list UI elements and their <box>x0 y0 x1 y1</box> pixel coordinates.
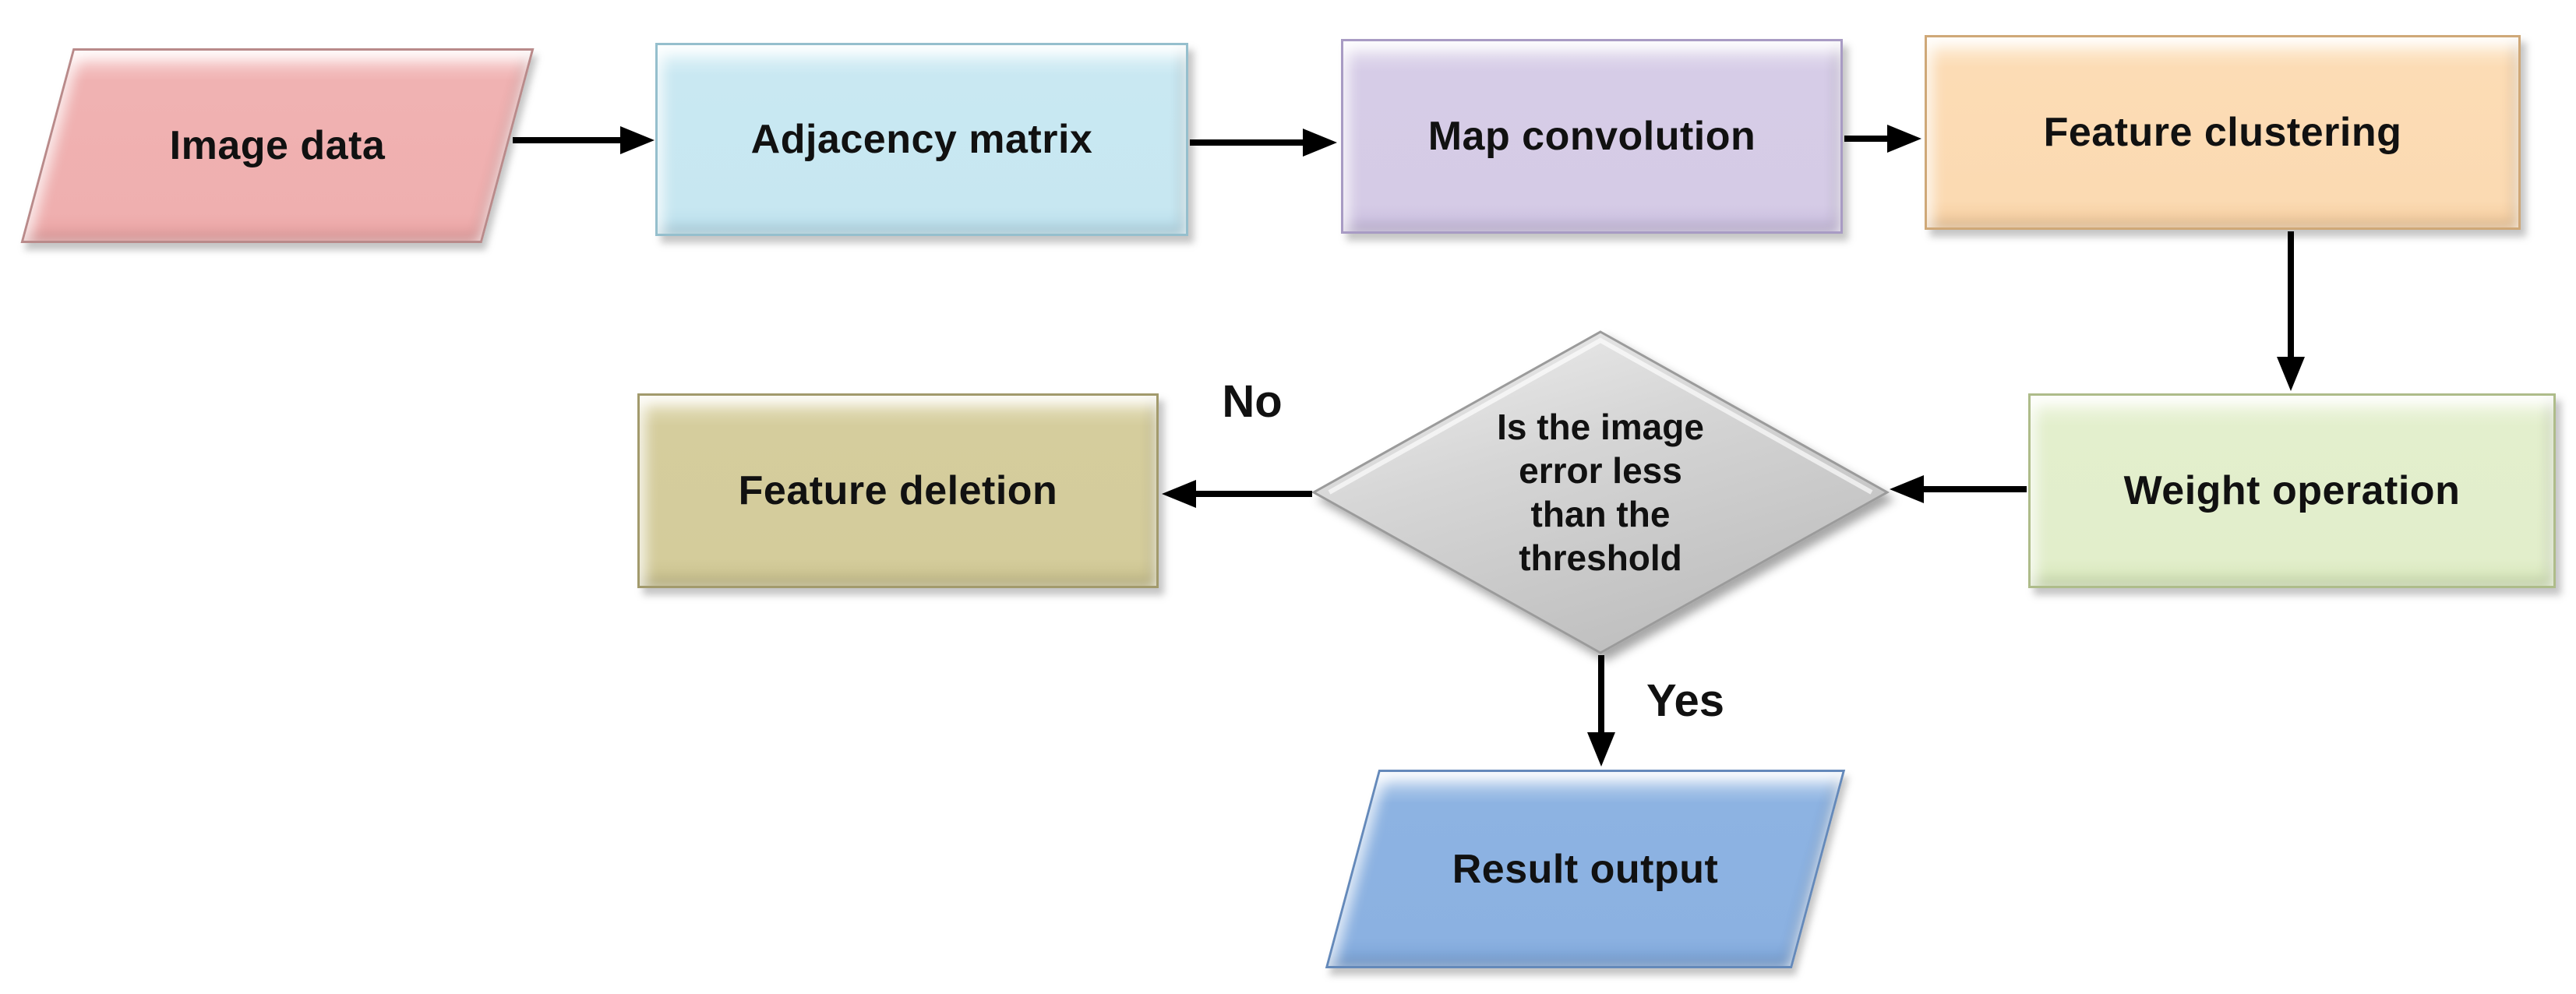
edge-label-yes: Yes <box>1646 675 1724 726</box>
arrow-adjacency-matrix-to-map-convolution <box>1190 129 1337 157</box>
node-weight-operation-label: Weight operation <box>2123 468 2461 513</box>
node-decision-label: Is the image error less than the thresho… <box>1314 332 1887 653</box>
node-weight-operation: Weight operation <box>2028 393 2556 588</box>
decision-line-3: than the <box>1530 494 1671 534</box>
node-result-output: Result output <box>1325 770 1846 968</box>
decision-line-4: threshold <box>1519 538 1682 579</box>
arrow-feature-clustering-to-weight-operation <box>2277 231 2305 391</box>
decision-line-2: error less <box>1519 449 1682 491</box>
arrow-image-data-to-adjacency-matrix <box>513 126 655 154</box>
arrow-decision-to-result-output <box>1587 655 1615 767</box>
node-feature-clustering: Feature clustering <box>1925 35 2521 230</box>
node-image-data-label: Image data <box>169 123 386 168</box>
node-feature-clustering-label: Feature clustering <box>2043 110 2402 155</box>
node-map-convolution: Map convolution <box>1341 39 1843 234</box>
decision-line-1: Is the image <box>1497 406 1704 447</box>
node-result-output-label: Result output <box>1452 846 1719 892</box>
node-feature-deletion: Feature deletion <box>637 393 1159 588</box>
node-feature-deletion-label: Feature deletion <box>738 468 1058 513</box>
node-adjacency-matrix: Adjacency matrix <box>655 43 1188 236</box>
node-image-data: Image data <box>20 48 535 243</box>
arrow-decision-to-feature-deletion <box>1162 480 1312 508</box>
edge-label-no: No <box>1222 376 1283 427</box>
arrow-weight-operation-to-decision <box>1890 475 2027 503</box>
node-map-convolution-label: Map convolution <box>1427 114 1756 159</box>
node-adjacency-matrix-label: Adjacency matrix <box>750 117 1093 162</box>
arrow-map-convolution-to-feature-clustering <box>1844 125 1921 153</box>
